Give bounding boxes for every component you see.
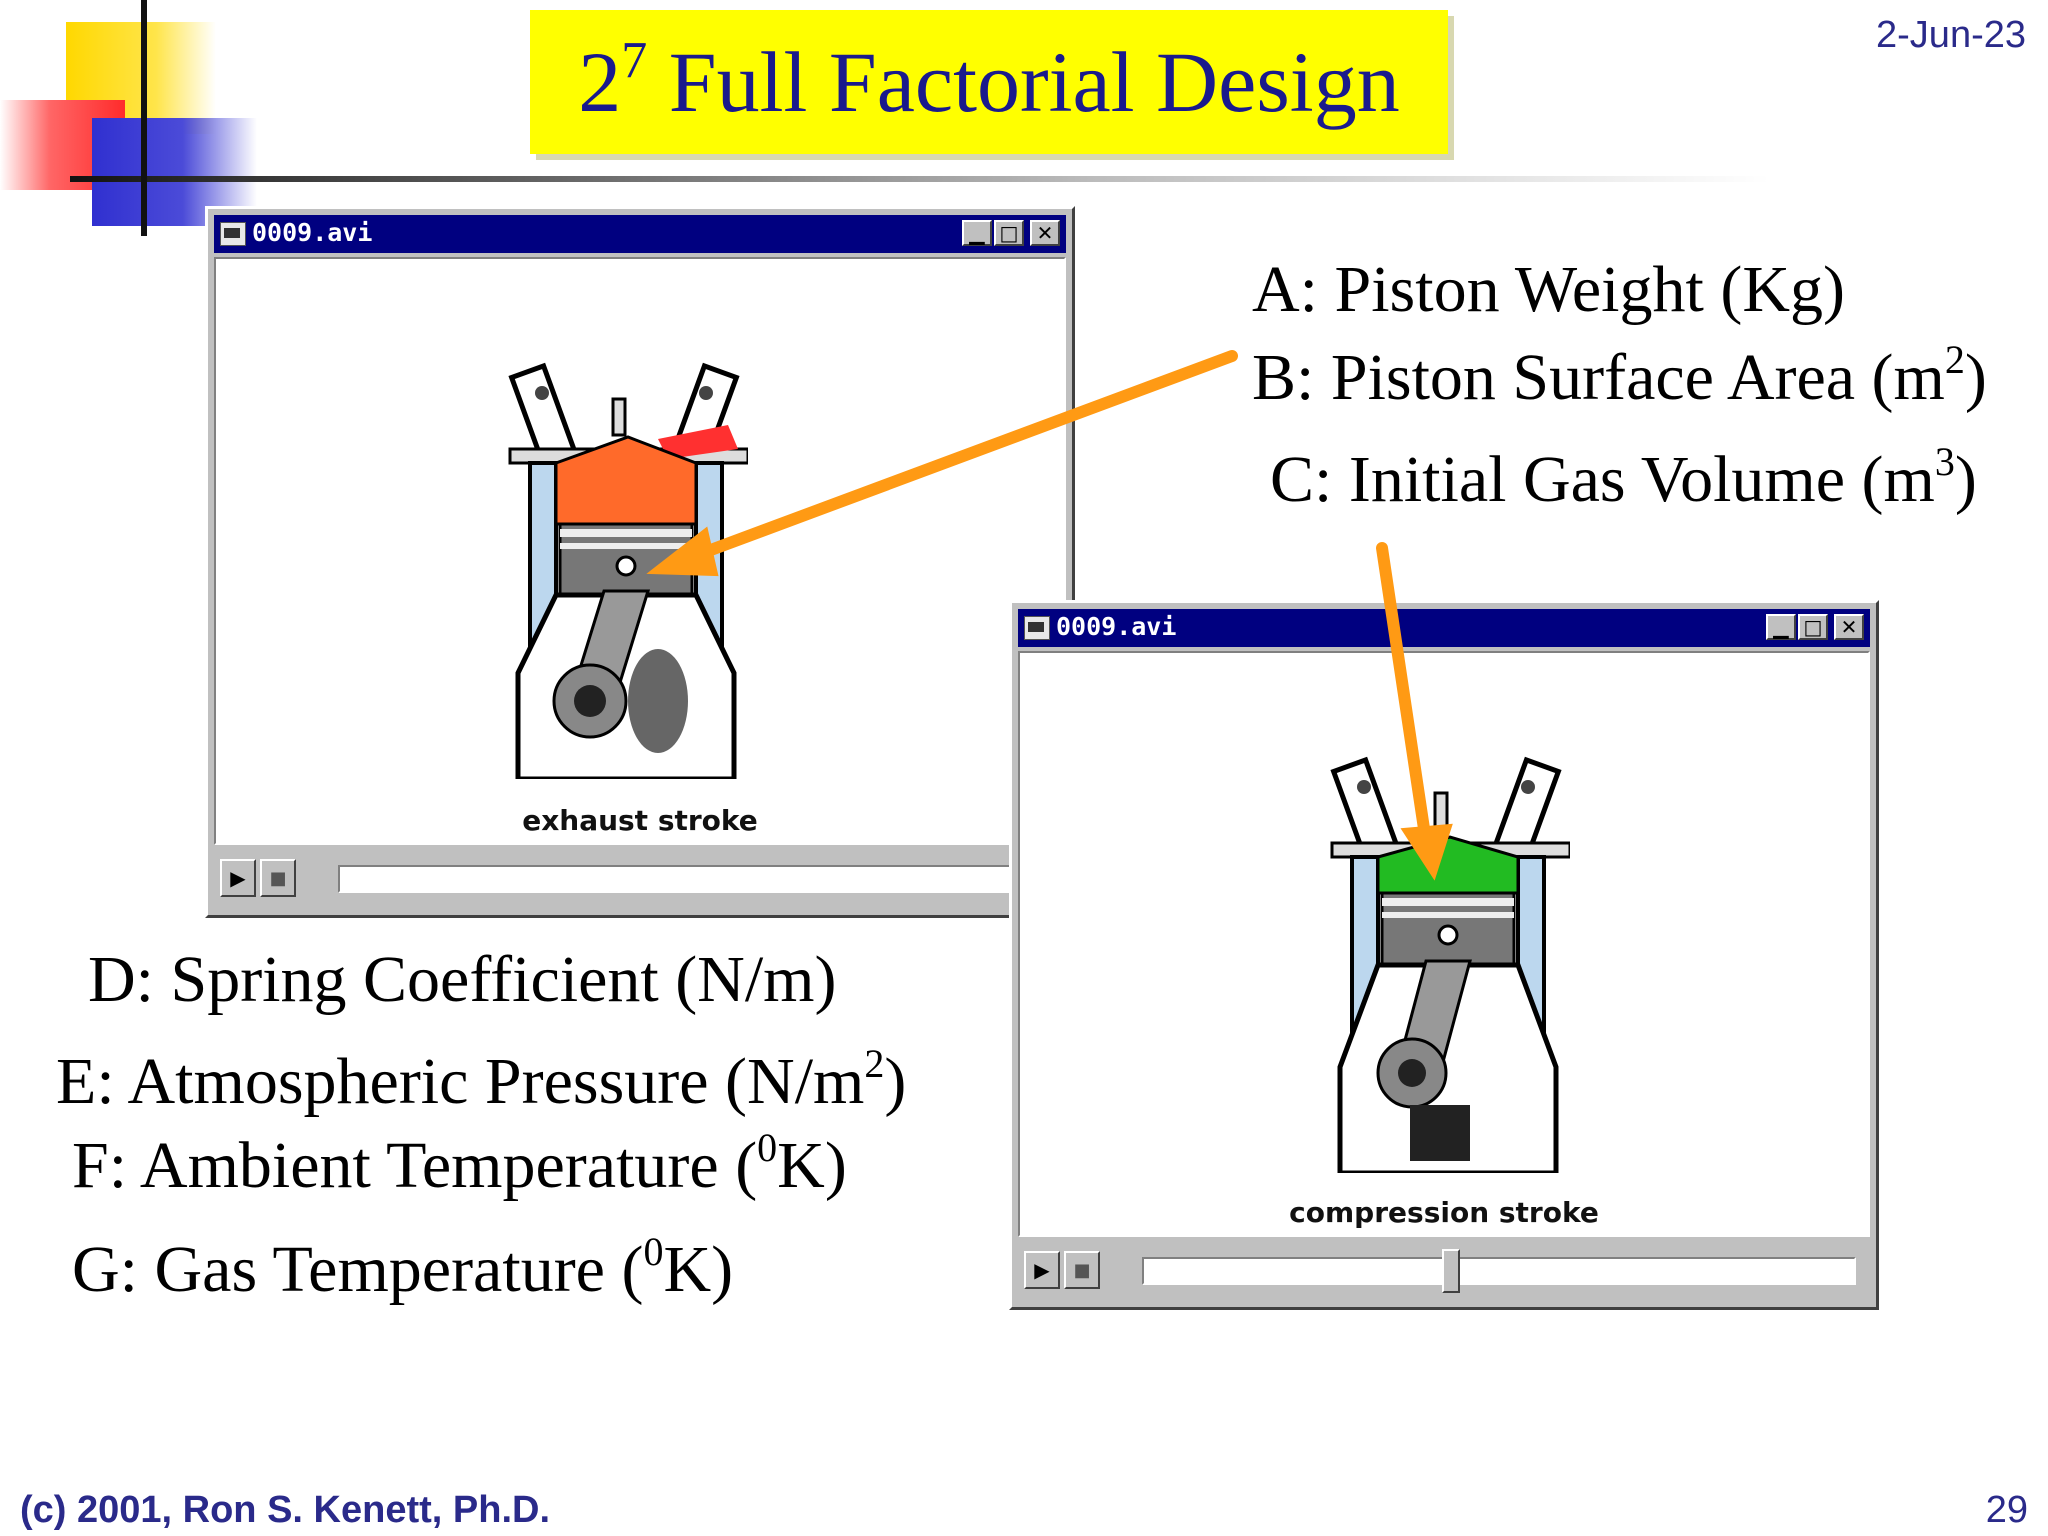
close-button[interactable]: ✕ xyxy=(1834,614,1864,640)
factor-f-sup: 0 xyxy=(757,1125,778,1170)
close-button[interactable]: ✕ xyxy=(1030,220,1060,246)
media-player-window-compression[interactable]: 0009.avi ▁ □ ✕ xyxy=(1009,600,1879,1310)
engine-illustration-exhaust xyxy=(508,362,748,779)
slide-title: 27 Full Factorial Design xyxy=(578,32,1399,132)
crankcase xyxy=(1337,962,1559,1173)
playback-controls: ▶ ■ xyxy=(214,851,1066,909)
arrowhead-exhaust xyxy=(646,526,719,577)
seek-bar[interactable] xyxy=(338,865,1052,893)
factor-b-sup: 2 xyxy=(1944,337,1965,382)
factor-d: D: Spring Coefficient (N/m) xyxy=(88,942,837,1018)
factor-f-prefix: F: Ambient Temperature ( xyxy=(72,1129,758,1202)
factor-a: A: Piston Weight (Kg) xyxy=(1252,252,1845,328)
factor-c-sup: 3 xyxy=(1934,439,1955,484)
engine-illustration-compression xyxy=(1330,756,1570,1173)
seek-bar[interactable] xyxy=(1142,1249,1856,1293)
slide-date: 2-Jun-23 xyxy=(1876,14,2026,56)
factor-a-text: A: Piston Weight (Kg) xyxy=(1252,253,1845,326)
exhaust-port xyxy=(658,425,738,459)
window-titlebar[interactable]: 0009.avi ▁ □ ✕ xyxy=(1018,609,1870,647)
piston xyxy=(1380,891,1516,967)
media-player-window-exhaust[interactable]: 0009.avi ▁ □ ✕ xyxy=(205,206,1075,918)
video-frame: exhaust stroke xyxy=(214,257,1066,845)
factor-g-sup: 0 xyxy=(643,1229,664,1274)
factor-c-suffix: ) xyxy=(1954,443,1977,516)
maximize-button[interactable]: □ xyxy=(994,220,1024,246)
arrow-to-compression-chamber xyxy=(1376,542,1432,848)
engine-valves xyxy=(1330,756,1562,860)
factor-b-text: B: Piston Surface Area (m xyxy=(1252,341,1945,414)
window-title: 0009.avi xyxy=(252,218,373,247)
minimize-button[interactable]: ▁ xyxy=(1766,614,1796,640)
factor-e-text: E: Atmospheric Pressure (N/m xyxy=(56,1045,865,1118)
play-button[interactable]: ▶ xyxy=(1024,1251,1060,1289)
title-text: Full Factorial Design xyxy=(647,34,1400,130)
playback-controls: ▶ ■ xyxy=(1018,1243,1870,1301)
stop-button[interactable]: ■ xyxy=(1064,1251,1100,1289)
video-frame: compression stroke xyxy=(1018,651,1870,1237)
video-caption: exhaust stroke xyxy=(522,804,758,837)
title-base: 2 xyxy=(578,34,622,130)
factor-b: B: Piston Surface Area (m2) xyxy=(1252,340,1987,416)
media-file-icon xyxy=(1024,616,1050,640)
arrowhead-compression xyxy=(1400,823,1453,881)
factor-b-suffix: ) xyxy=(1964,341,1987,414)
window-controls: ▁ □ ✕ xyxy=(962,220,1060,246)
page-number: 29 xyxy=(1985,1489,2028,1531)
minimize-button[interactable]: ▁ xyxy=(962,220,992,246)
window-titlebar[interactable]: 0009.avi ▁ □ ✕ xyxy=(214,215,1066,253)
factor-g: G: Gas Temperature (0K) xyxy=(72,1232,733,1308)
factor-e-suffix: ) xyxy=(884,1045,907,1118)
factor-c: C: Initial Gas Volume (m3) xyxy=(1270,442,1977,518)
maximize-button[interactable]: □ xyxy=(1798,614,1828,640)
factor-e: E: Atmospheric Pressure (N/m2) xyxy=(56,1044,906,1120)
stop-button[interactable]: ■ xyxy=(260,859,296,897)
factor-f-suffix: K) xyxy=(777,1129,847,1202)
slide-footer: (c) 2001, Ron S. Kenett, Ph.D. xyxy=(20,1489,550,1531)
factor-c-text: C: Initial Gas Volume (m xyxy=(1270,443,1935,516)
factor-d-text: D: Spring Coefficient (N/m) xyxy=(88,943,837,1016)
video-caption: compression stroke xyxy=(1289,1196,1599,1229)
window-controls: ▁ □ ✕ xyxy=(1766,614,1864,640)
media-file-icon xyxy=(220,222,246,246)
play-button[interactable]: ▶ xyxy=(220,859,256,897)
factor-g-suffix: K) xyxy=(663,1233,734,1306)
crank-counterweight xyxy=(628,649,688,753)
window-title: 0009.avi xyxy=(1056,612,1177,641)
combustion-chamber xyxy=(554,435,698,526)
factor-e-sup: 2 xyxy=(864,1041,885,1086)
seek-thumb[interactable] xyxy=(1442,1249,1460,1293)
arrow-to-exhaust-piston xyxy=(694,350,1238,560)
factor-g-prefix: G: Gas Temperature ( xyxy=(72,1233,644,1306)
decor-horizontal-line xyxy=(70,176,1770,182)
slide-title-box: 27 Full Factorial Design xyxy=(530,10,1448,154)
title-exponent: 7 xyxy=(621,32,648,89)
factor-f: F: Ambient Temperature (0K) xyxy=(72,1128,847,1204)
decor-vertical-line xyxy=(141,0,147,236)
crank-counterweight xyxy=(1410,1105,1470,1161)
